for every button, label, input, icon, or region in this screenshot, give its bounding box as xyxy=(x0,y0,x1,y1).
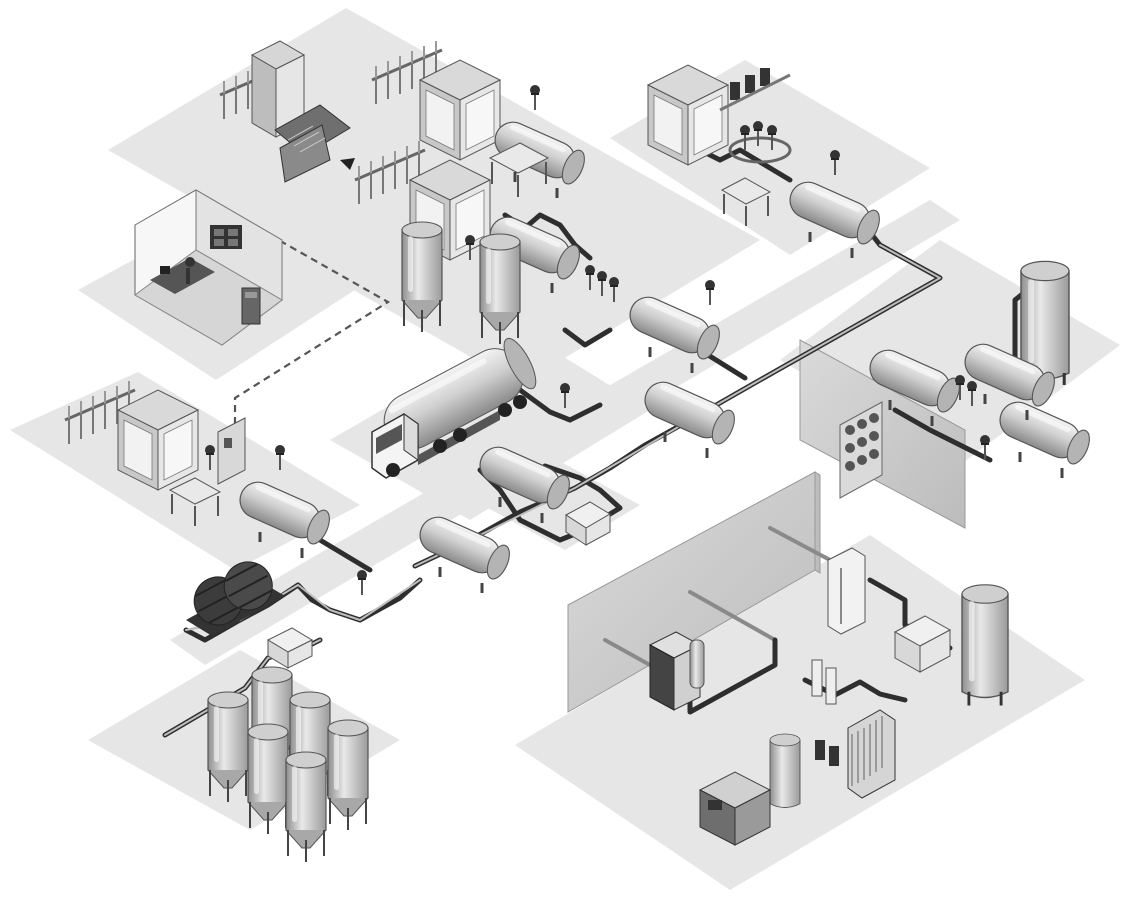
fermenter-6 xyxy=(285,751,327,863)
fermenter-5 xyxy=(327,719,369,831)
service-cart-2 xyxy=(720,177,772,226)
service-cart-3 xyxy=(168,477,222,526)
lab-cabinet-3 xyxy=(647,64,729,166)
control-room xyxy=(134,189,283,346)
gas-cylinders xyxy=(719,68,791,112)
compressor-unit xyxy=(698,771,772,846)
filter-unit-1 xyxy=(565,501,611,546)
control-cabinet-1 xyxy=(250,40,306,138)
storage-tank-2 xyxy=(992,394,1096,480)
truck-cab xyxy=(371,413,419,479)
server-cabinet xyxy=(241,287,261,325)
buffer-tank-6 xyxy=(637,374,741,460)
fermentation-vessels xyxy=(207,666,369,863)
compressor-room xyxy=(603,526,1009,846)
heat-exchanger xyxy=(847,709,896,799)
regulator-6 xyxy=(704,279,716,306)
valve-panel xyxy=(839,401,883,499)
bottling-zone xyxy=(218,39,726,375)
platform-compressor xyxy=(515,535,1085,890)
lab-zone xyxy=(647,64,886,260)
delivery-truck xyxy=(371,337,571,479)
dryer-unit-1 xyxy=(648,631,705,711)
filter-column xyxy=(827,547,866,635)
compressor-wall-edge xyxy=(814,471,821,574)
lab-cabinet-4 xyxy=(117,389,199,491)
vertical-storage-tank xyxy=(1020,260,1070,386)
operator-desk xyxy=(150,257,215,294)
manifold-rack xyxy=(728,120,792,164)
small-receiver-tank xyxy=(769,733,801,808)
storage-tanks xyxy=(839,260,1096,499)
gas-panel xyxy=(217,417,246,485)
filter-unit-2 xyxy=(266,627,314,669)
service-cart-1 xyxy=(488,142,550,197)
regulator-11 xyxy=(356,569,368,596)
monitor-wall xyxy=(210,225,242,249)
platform-main-corridor xyxy=(170,200,960,665)
solar-panels xyxy=(274,104,355,183)
barrel-storage xyxy=(186,561,314,669)
bottling-left xyxy=(63,379,336,560)
control-signal-lines xyxy=(233,216,391,438)
lab-cabinet-1 xyxy=(419,59,501,161)
filling-station xyxy=(356,374,741,596)
dryer-unit-2 xyxy=(893,615,952,673)
filter-set xyxy=(811,659,839,766)
air-receiver-tank xyxy=(961,584,1009,706)
regulator-5 xyxy=(529,84,541,111)
